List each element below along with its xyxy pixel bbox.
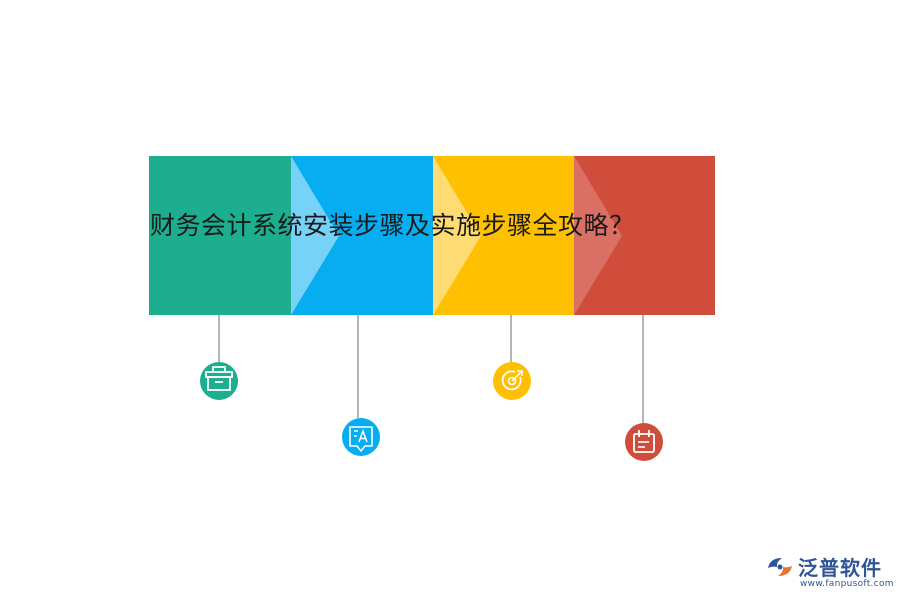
step-block-4 xyxy=(574,156,715,315)
chevron-arrow-3 xyxy=(574,156,622,315)
step-block-3 xyxy=(433,156,574,315)
step-block-1 xyxy=(149,156,291,315)
step-block-2 xyxy=(291,156,433,315)
logo-url: www.fanpusoft.com xyxy=(800,579,894,589)
translate-icon xyxy=(342,418,380,456)
logo-name: 泛普软件 xyxy=(798,556,882,580)
brand-logo: 泛普软件 www.fanpusoft.com xyxy=(766,552,894,596)
logo-mark-icon xyxy=(768,558,792,576)
chevron-arrow-1 xyxy=(291,156,339,315)
target-icon xyxy=(493,362,531,400)
gift-box-icon xyxy=(200,362,238,400)
chevron-arrow-2 xyxy=(433,156,481,315)
calendar-icon xyxy=(625,423,663,461)
